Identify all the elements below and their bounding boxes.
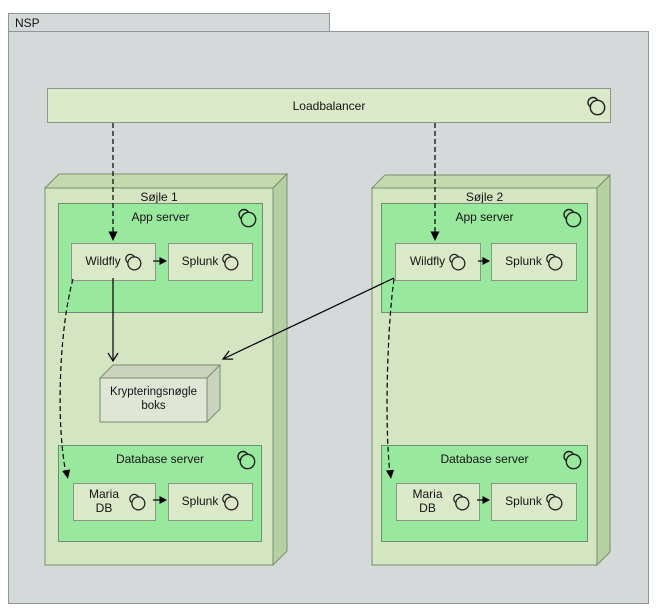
database-server-node-soejle1: Database server Maria DB Splunk — [58, 445, 262, 542]
package-label: NSP — [15, 15, 40, 30]
database-server-label: Database server — [440, 452, 529, 466]
database-server-node-soejle2: Database server Maria DB Splunk — [381, 445, 588, 542]
splunk-label: Splunk — [505, 494, 542, 509]
node-instance-icon — [562, 450, 582, 470]
soejle2-node-top-face — [370, 174, 612, 189]
splunk-label: Splunk — [505, 254, 542, 269]
mariadb-label: Maria DB — [88, 487, 119, 515]
node-instance-icon — [128, 493, 146, 511]
node-instance-icon — [545, 253, 563, 271]
splunk-label: Splunk — [181, 254, 219, 269]
mariadb-node-soejle2: Maria DB — [396, 483, 480, 521]
loadbalancer-node: Loadbalancer — [47, 88, 611, 123]
node-instance-icon — [562, 208, 582, 228]
node-instance-icon — [124, 253, 142, 271]
soejle1-label: Søjle 1 — [140, 190, 178, 204]
key-box-label: Krypteringsnøgle boks — [110, 385, 197, 412]
app-server-label: App server — [131, 210, 190, 224]
node-instance-icon — [236, 450, 256, 470]
node-instance-icon — [221, 253, 239, 271]
splunk-node-soejle1-db: Splunk — [168, 483, 253, 521]
app-server-node-soejle2: App server Wildfly Splunk — [381, 203, 588, 313]
soejle2-label: Søjle 2 — [465, 190, 504, 204]
node-instance-icon — [452, 493, 470, 511]
soejle2-node-side-face — [596, 173, 611, 567]
key-box-front-face — [99, 377, 208, 423]
loadbalancer-label: Loadbalancer — [292, 98, 366, 113]
node-instance-icon — [545, 493, 563, 511]
splunk-node-soejle1-app: Splunk — [168, 243, 253, 281]
splunk-label: Splunk — [181, 494, 219, 509]
wildfly-label: Wildfly — [85, 254, 121, 269]
wildfly-label: Wildfly — [409, 254, 446, 269]
soejle1-node-top-face — [43, 173, 289, 189]
mariadb-node-soejle1: Maria DB — [73, 483, 156, 521]
node-instance-icon — [448, 253, 466, 271]
database-server-label: Database server — [115, 452, 205, 466]
node-instance-icon — [237, 208, 257, 228]
app-server-node-soejle1: App server Wildfly Splunk — [58, 203, 263, 313]
node-instance-icon — [586, 96, 606, 116]
mariadb-label: Maria DB — [412, 487, 443, 515]
node-instance-icon — [221, 493, 239, 511]
splunk-node-soejle2-db: Splunk — [491, 483, 577, 521]
soejle1-node-side-face — [272, 172, 288, 567]
wildfly-node-soejle2: Wildfly — [395, 243, 481, 281]
splunk-node-soejle2-app: Splunk — [491, 243, 577, 281]
wildfly-node-soejle1: Wildfly — [71, 243, 156, 281]
app-server-label: App server — [455, 210, 514, 224]
